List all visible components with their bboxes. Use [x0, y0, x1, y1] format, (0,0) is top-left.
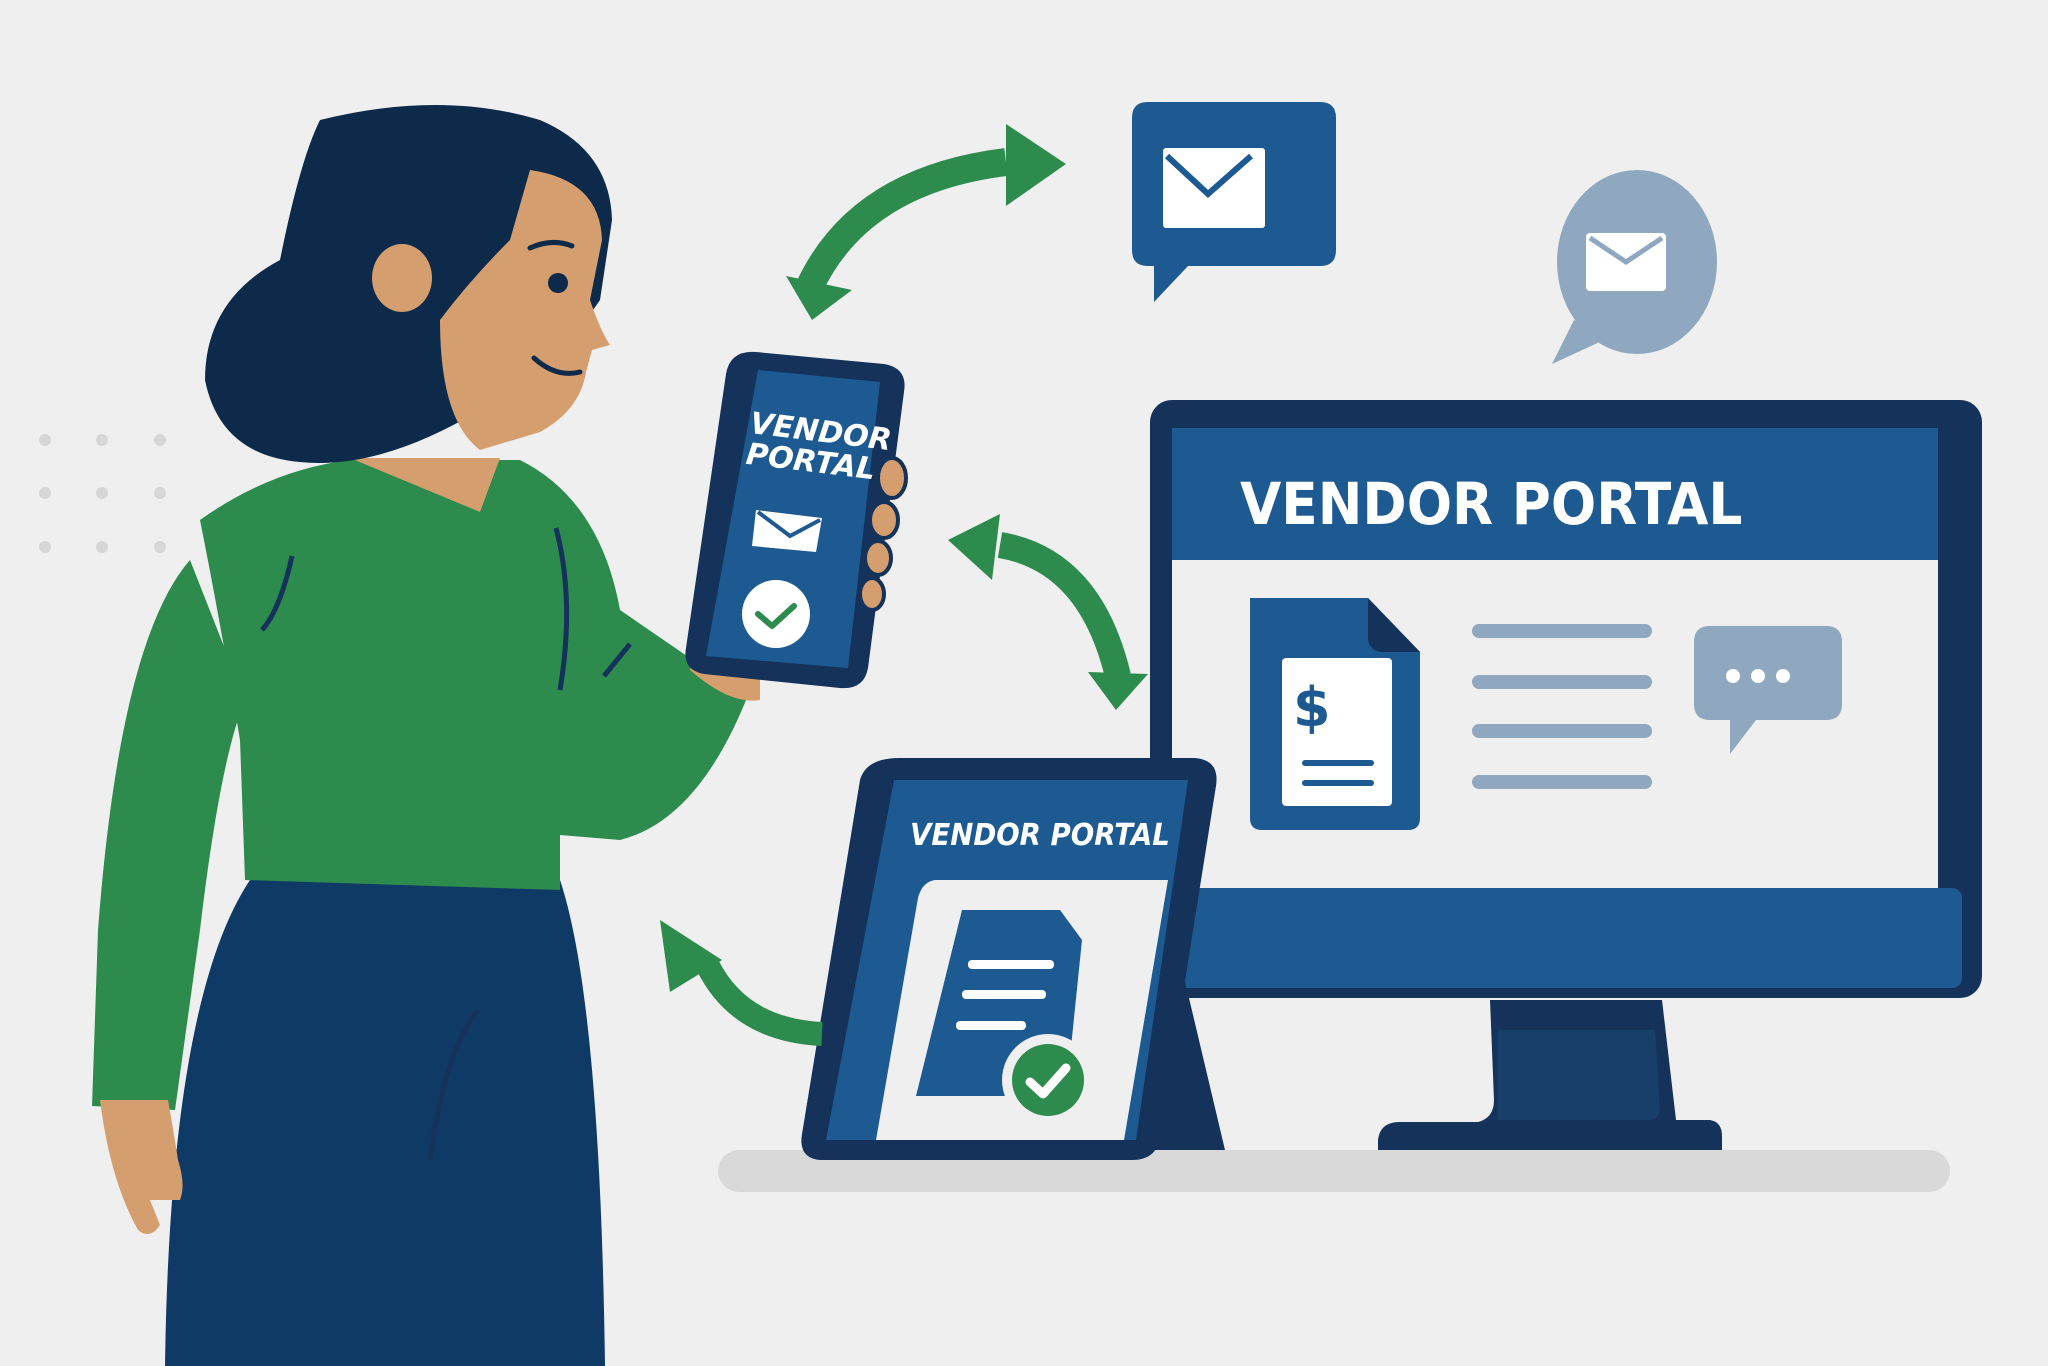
monitor-header-title: VENDOR PORTAL [1240, 470, 1743, 538]
dollar-icon: $ [1293, 676, 1331, 739]
tablet-header-title: VENDOR PORTAL [910, 818, 1170, 853]
